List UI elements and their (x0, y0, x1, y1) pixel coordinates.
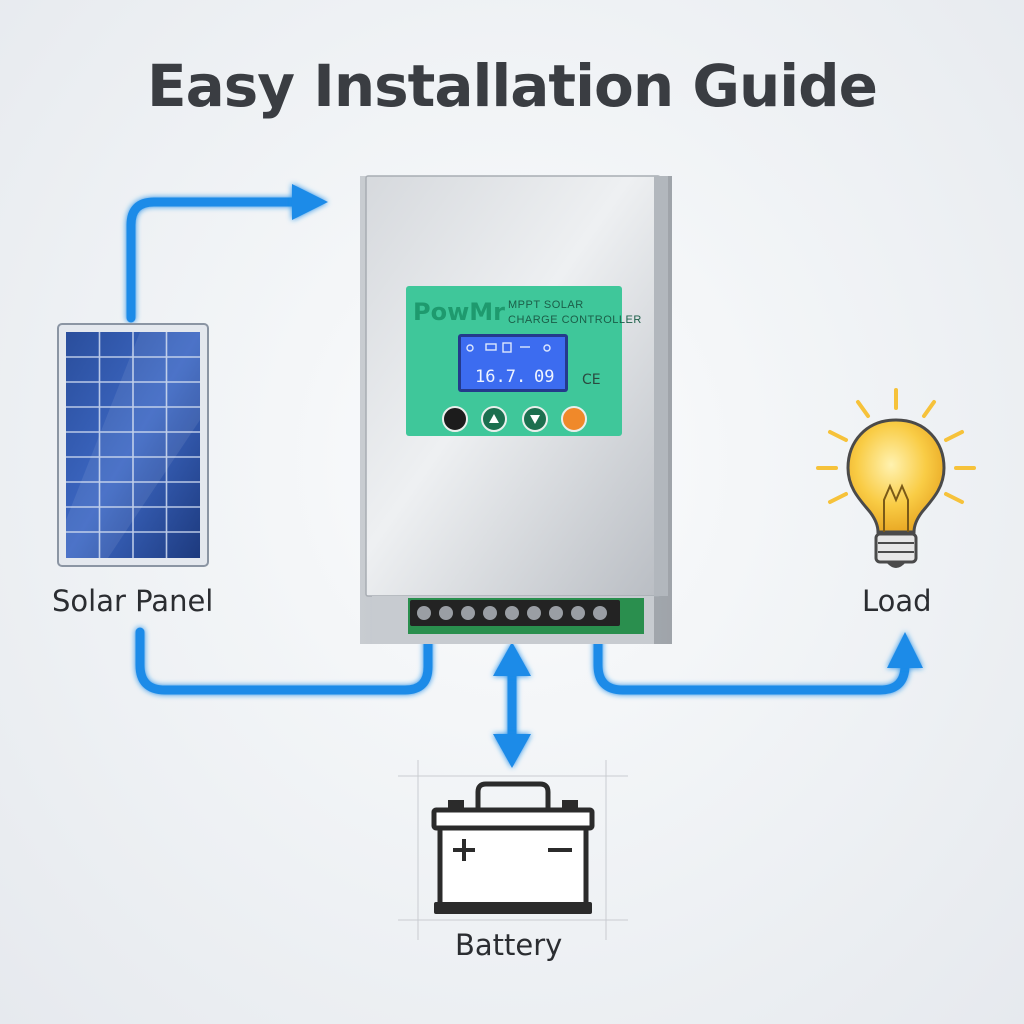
menu-button[interactable] (442, 406, 468, 432)
solar-bottom-line (135, 627, 433, 695)
light-bulb-icon (816, 388, 976, 568)
panel-line-1: MPPT SOLAR (508, 299, 584, 311)
load-label: Load (862, 584, 932, 618)
battery-icon (398, 760, 628, 940)
flow-lines (126, 197, 910, 747)
panel-line-2: CHARGE CONTROLLER (508, 314, 642, 326)
lcd-left-readout: 16.7. (475, 367, 526, 387)
controller-to-load-line (593, 627, 910, 695)
lcd-right-readout: 09 (534, 367, 554, 387)
terminal-screws (410, 600, 620, 626)
enter-button[interactable] (561, 406, 587, 432)
lcd-status-icons (466, 342, 551, 353)
page-title: Easy Installation Guide (146, 52, 878, 120)
arrow-heads (292, 184, 923, 768)
charge-controller: PowMr MPPT SOLAR CHARGE CONTROLLER 16.7.… (360, 175, 672, 644)
battery-label: Battery (455, 928, 563, 962)
arrow-icon (887, 632, 923, 668)
arrow-icon (493, 734, 531, 768)
arrow-icon (493, 642, 531, 676)
controller-buttons (442, 406, 587, 432)
brand-logo: PowMr (413, 298, 505, 326)
ce-mark: CE (582, 372, 601, 388)
solar-panel-icon (57, 323, 209, 567)
solar-panel-label: Solar Panel (52, 584, 214, 618)
arrow-icon (292, 184, 328, 220)
solar-to-controller-line (126, 197, 300, 323)
